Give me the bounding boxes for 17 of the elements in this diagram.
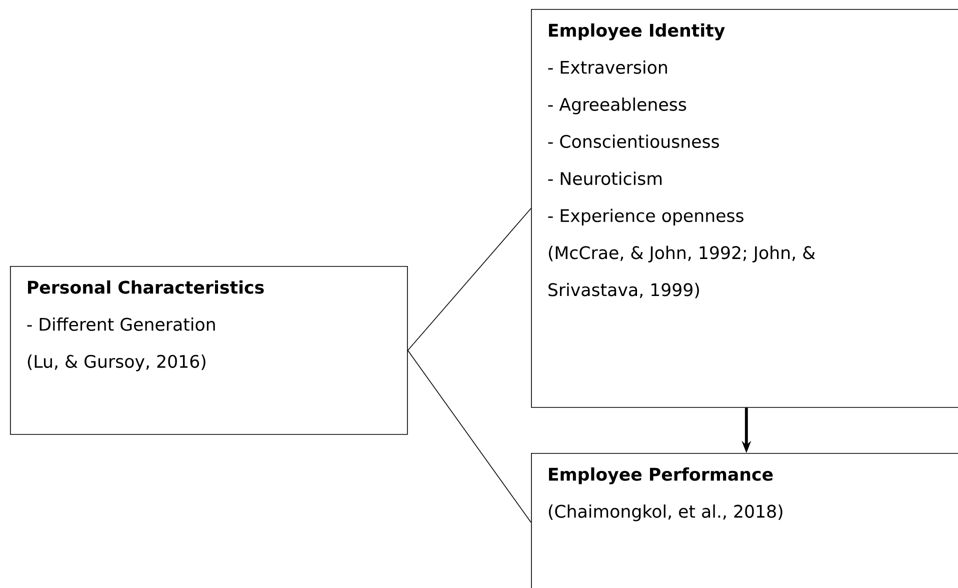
text-line: - Neuroticism [548,172,662,186]
text-line: (Chaimongkol, et al., 2018) [548,504,782,522]
heading: Personal Characteristics [28,280,264,294]
text-box [531,453,958,588]
text-box [531,9,958,408]
text-line: (Lu, & Gursoy, 2016) [28,354,206,372]
connector-line [407,208,532,351]
text-line: (McCrae, & John, 1992; John, & Srivastava, 1999) [548,246,816,298]
text-box [10,266,408,435]
heading: Employee Performance [549,467,773,484]
text-line: - Extraversion [548,60,667,74]
text-line: - Agreeableness [548,98,686,114]
text-line: - Experience openness [548,208,744,226]
text-line: - Conscientiousness [548,134,719,148]
text-line: - Different Generation [27,317,215,331]
connector-line [407,350,532,523]
heading: Employee Identity [549,23,725,40]
